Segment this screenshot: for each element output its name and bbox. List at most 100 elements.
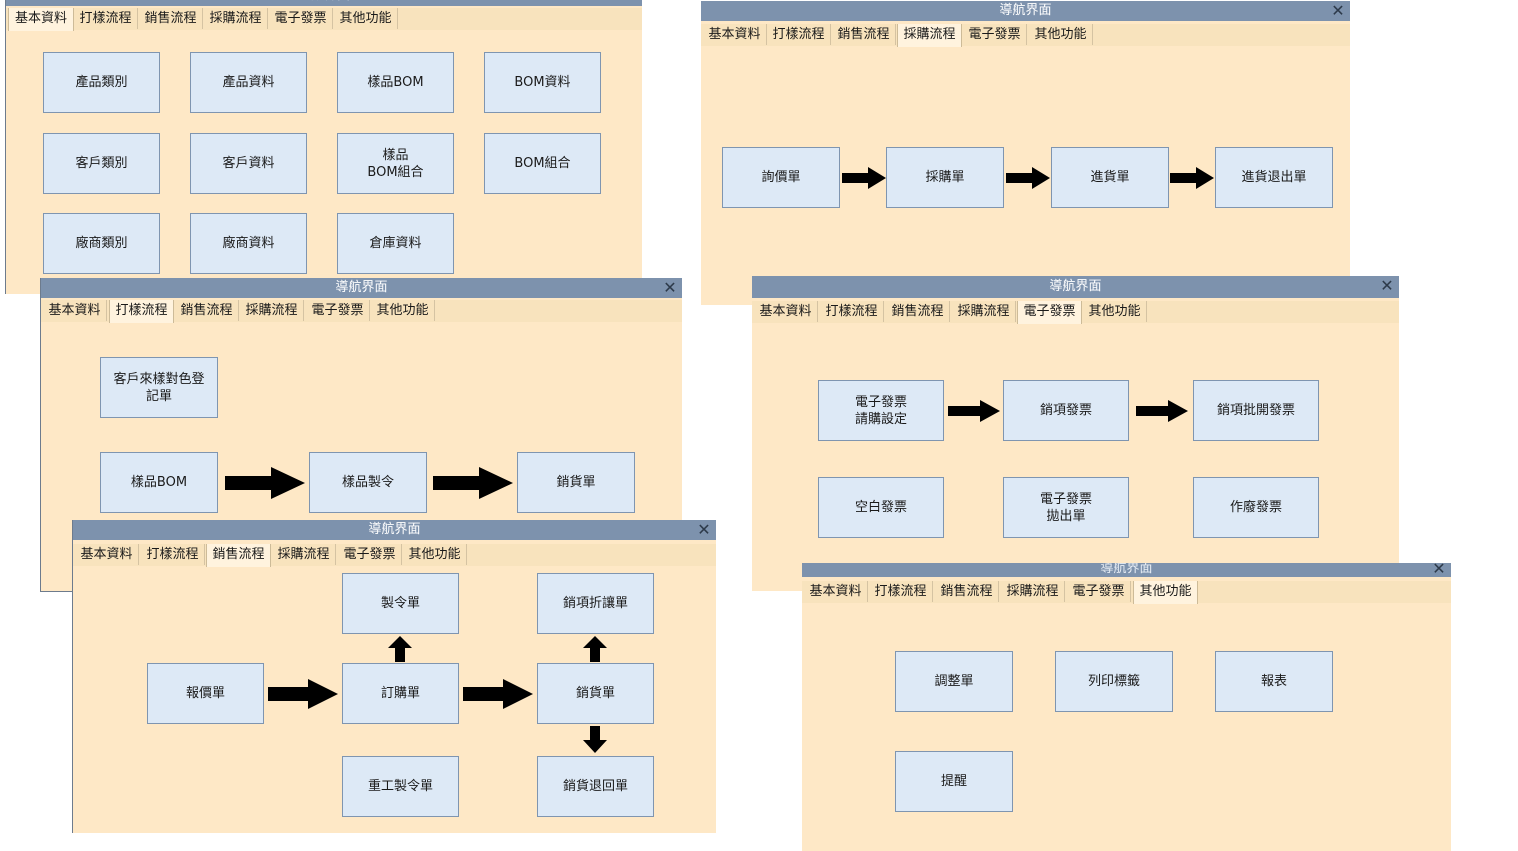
print-label-button[interactable]: 列印標籤 xyxy=(1055,651,1173,712)
warehouse-data-button[interactable]: 倉庫資料 xyxy=(337,213,454,274)
purchase-return-button[interactable]: 進貨退出單 xyxy=(1215,147,1333,208)
window-title-bar: 導航界面 ✕ xyxy=(802,563,1451,577)
arrow-right-icon xyxy=(948,400,1000,422)
window-title-bar: 導航界面 ✕ xyxy=(41,278,682,298)
tab-einvoice[interactable]: 電子發票 xyxy=(1067,581,1131,602)
purchase-order-button[interactable]: 採購單 xyxy=(886,147,1004,208)
window-title: 導航界面 xyxy=(1049,279,1102,294)
tab-purchase[interactable]: 採購流程 xyxy=(240,300,304,321)
customer-sample-color-register-button[interactable]: 客戶來樣對色登 記單 xyxy=(100,357,218,418)
tab-einvoice[interactable]: 電子發票 xyxy=(1017,301,1082,324)
arrow-right-icon xyxy=(1006,167,1050,189)
customer-data-button[interactable]: 客戶資料 xyxy=(190,133,307,194)
window-title: 導航界面 xyxy=(298,0,350,3)
tab-sales[interactable]: 銷售流程 xyxy=(886,301,950,322)
einvoice-export-button[interactable]: 電子發票 拋出單 xyxy=(1003,477,1129,538)
window-title: 導航界面 xyxy=(368,522,421,537)
arrow-right-icon xyxy=(433,467,513,499)
sales-shipment-button[interactable]: 銷貨單 xyxy=(517,452,635,513)
close-icon[interactable]: ✕ xyxy=(1380,276,1394,295)
vendor-category-button[interactable]: 廠商類別 xyxy=(43,213,160,274)
arrow-right-icon xyxy=(1170,167,1214,189)
tab-purchase[interactable]: 採購流程 xyxy=(1001,581,1065,602)
tab-sampling[interactable]: 打樣流程 xyxy=(869,581,933,602)
tab-basic-data[interactable]: 基本資料 xyxy=(43,300,107,321)
tab-sampling[interactable]: 打樣流程 xyxy=(767,24,831,45)
window-title-bar: 導航界面 ✕ xyxy=(701,1,1350,21)
sample-production-order-button[interactable]: 樣品製令 xyxy=(309,452,427,513)
bom-combo-button[interactable]: BOM組合 xyxy=(484,133,601,194)
batch-output-invoice-button[interactable]: 銷項批開發票 xyxy=(1193,380,1319,441)
tab-sampling[interactable]: 打樣流程 xyxy=(74,8,138,29)
tab-sampling[interactable]: 打樣流程 xyxy=(141,544,205,565)
tab-other[interactable]: 其他功能 xyxy=(1133,581,1198,604)
output-invoice-button[interactable]: 銷項發票 xyxy=(1003,380,1129,441)
window-basic-data: 導航界面 基本資料 打樣流程 銷售流程 採購流程 電子發票 其他功能 產品類別 … xyxy=(5,0,642,294)
reminder-button[interactable]: 提醒 xyxy=(895,751,1013,812)
close-icon[interactable]: ✕ xyxy=(697,520,711,539)
tab-purchase[interactable]: 採購流程 xyxy=(204,8,268,29)
window-title: 導航界面 xyxy=(999,3,1052,18)
blank-invoice-button[interactable]: 空白發票 xyxy=(818,477,944,538)
window-einvoice: 導航界面 ✕ 基本資料 打樣流程 銷售流程 採購流程 電子發票 其他功能 電子發… xyxy=(752,276,1399,591)
adjustment-button[interactable]: 調整單 xyxy=(895,651,1013,712)
tab-sampling[interactable]: 打樣流程 xyxy=(109,300,174,323)
tab-purchase[interactable]: 採購流程 xyxy=(952,301,1016,322)
tab-sales[interactable]: 銷售流程 xyxy=(206,544,271,567)
einvoice-request-setting-button[interactable]: 電子發票 請購設定 xyxy=(818,380,944,441)
tab-sampling[interactable]: 打樣流程 xyxy=(820,301,884,322)
close-icon[interactable]: ✕ xyxy=(1432,563,1446,578)
close-icon[interactable]: ✕ xyxy=(663,278,677,297)
vendor-data-button[interactable]: 廠商資料 xyxy=(190,213,307,274)
tab-sales[interactable]: 銷售流程 xyxy=(935,581,999,602)
inquiry-button[interactable]: 詢價單 xyxy=(722,147,840,208)
tab-basic-data[interactable]: 基本資料 xyxy=(8,8,74,31)
tab-other[interactable]: 其他功能 xyxy=(1029,24,1093,45)
tab-einvoice[interactable]: 電子發票 xyxy=(269,8,333,29)
tab-bar: 基本資料 打樣流程 銷售流程 採購流程 電子發票 其他功能 xyxy=(73,544,716,567)
close-icon[interactable]: ✕ xyxy=(1331,1,1345,20)
window-title: 導航界面 xyxy=(335,280,388,295)
sample-bom-button[interactable]: 樣品BOM xyxy=(100,452,218,513)
arrow-up-icon xyxy=(388,636,412,662)
void-invoice-button[interactable]: 作廢發票 xyxy=(1193,477,1319,538)
tab-basic-data[interactable]: 基本資料 xyxy=(804,581,868,602)
tab-einvoice[interactable]: 電子發票 xyxy=(306,300,370,321)
sample-bom-combo-button[interactable]: 樣品 BOM組合 xyxy=(337,133,454,194)
window-purchase-flow: 導航界面 ✕ 基本資料 打樣流程 銷售流程 採購流程 電子發票 其他功能 詢價單… xyxy=(701,1,1350,305)
sales-discount-button[interactable]: 銷項折讓單 xyxy=(537,573,654,634)
bom-data-button[interactable]: BOM資料 xyxy=(484,52,601,113)
product-data-button[interactable]: 產品資料 xyxy=(190,52,307,113)
product-category-button[interactable]: 產品類別 xyxy=(43,52,160,113)
quotation-button[interactable]: 報價單 xyxy=(147,663,264,724)
sales-shipment-button[interactable]: 銷貨單 xyxy=(537,663,654,724)
arrow-right-icon xyxy=(268,679,338,709)
tab-bar: 基本資料 打樣流程 銷售流程 採購流程 電子發票 其他功能 xyxy=(752,301,1399,324)
sample-bom-button[interactable]: 樣品BOM xyxy=(337,52,454,113)
tab-basic-data[interactable]: 基本資料 xyxy=(703,24,767,45)
tab-other[interactable]: 其他功能 xyxy=(403,544,467,565)
tab-purchase[interactable]: 採購流程 xyxy=(272,544,336,565)
goods-receipt-button[interactable]: 進貨單 xyxy=(1051,147,1169,208)
tab-basic-data[interactable]: 基本資料 xyxy=(75,544,139,565)
tab-other[interactable]: 其他功能 xyxy=(1083,301,1147,322)
rework-order-button[interactable]: 重工製令單 xyxy=(342,756,459,817)
sales-return-button[interactable]: 銷貨退回單 xyxy=(537,756,654,817)
report-button[interactable]: 報表 xyxy=(1215,651,1333,712)
production-order-button[interactable]: 製令單 xyxy=(342,573,459,634)
tab-other[interactable]: 其他功能 xyxy=(371,300,435,321)
tab-other[interactable]: 其他功能 xyxy=(334,8,398,29)
arrow-up-icon xyxy=(583,636,607,662)
tab-sales[interactable]: 銷售流程 xyxy=(832,24,896,45)
arrow-right-icon xyxy=(1136,400,1188,422)
sales-order-button[interactable]: 訂購單 xyxy=(342,663,459,724)
window-title-bar: 導航界面 ✕ xyxy=(752,276,1399,298)
customer-category-button[interactable]: 客戶類別 xyxy=(43,133,160,194)
tab-basic-data[interactable]: 基本資料 xyxy=(754,301,818,322)
tab-einvoice[interactable]: 電子發票 xyxy=(963,24,1027,45)
tab-einvoice[interactable]: 電子發票 xyxy=(338,544,402,565)
tab-purchase[interactable]: 採購流程 xyxy=(897,24,962,47)
tab-sales[interactable]: 銷售流程 xyxy=(175,300,239,321)
tab-bar: 基本資料 打樣流程 銷售流程 採購流程 電子發票 其他功能 xyxy=(802,581,1451,604)
tab-sales[interactable]: 銷售流程 xyxy=(139,8,203,29)
